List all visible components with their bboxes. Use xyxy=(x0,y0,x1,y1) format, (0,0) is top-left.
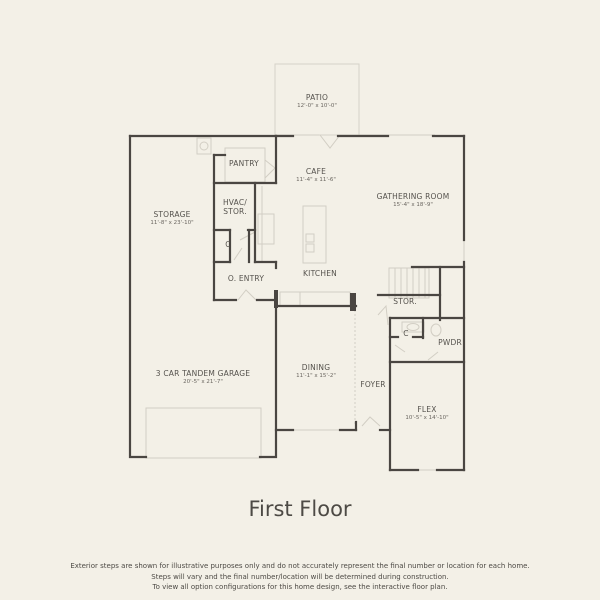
room-name: FLEX xyxy=(417,405,437,414)
room-name: STOR. xyxy=(393,297,417,306)
disclaimer: Exterior steps are shown for illustrativ… xyxy=(0,561,600,593)
room-name: O. ENTRY xyxy=(227,274,265,283)
room-dimensions: 11'-4" x 11'-6" xyxy=(296,176,336,183)
room-stor: STOR. xyxy=(393,297,417,307)
room-storage: STORAGE 11'-8" x 23'-10" xyxy=(150,210,194,226)
room-name: STORAGE xyxy=(153,210,191,219)
room-name: C xyxy=(225,240,231,249)
room-kitchen: KITCHEN xyxy=(303,269,337,279)
room-flex: FLEX 10'-5" x 14'-10" xyxy=(405,405,449,421)
room-patio: PATIO 12'-0" x 10'-0" xyxy=(297,93,337,109)
room-dimensions: 10'-5" x 14'-10" xyxy=(405,414,449,421)
disclaimer-line-1: Exterior steps are shown for illustrativ… xyxy=(70,562,530,570)
room-dimensions: 11'-1" x 15'-2" xyxy=(296,372,336,379)
room-hvac-storage: HVAC/ STOR. xyxy=(222,198,248,216)
room-foyer: FOYER xyxy=(360,380,386,390)
room-name: CAFE xyxy=(305,167,327,176)
room-dimensions: 20'-5" x 21'-7" xyxy=(183,378,223,385)
room-closet-2: C xyxy=(403,329,409,339)
room-dimensions: 11'-8" x 23'-10" xyxy=(150,219,194,226)
room-name: DINING xyxy=(301,363,331,372)
disclaimer-line-2: Steps will vary and the final number/loc… xyxy=(151,572,449,581)
room-o-entry: O. ENTRY xyxy=(227,274,265,284)
room-powder: PWDR xyxy=(438,338,462,348)
room-gathering-room: GATHERING ROOM 15'-4" x 18'-9" xyxy=(376,192,450,208)
walls xyxy=(128,134,466,472)
room-name: KITCHEN xyxy=(303,269,337,278)
room-dining: DINING 11'-1" x 15'-2" xyxy=(296,363,336,379)
floor-title: First Floor xyxy=(248,497,352,521)
room-name: PATIO xyxy=(305,93,329,102)
room-name: FOYER xyxy=(360,380,386,389)
room-dimensions: 12'-0" x 10'-0" xyxy=(297,102,337,109)
disclaimer-line-3: To view all option configurations for th… xyxy=(152,583,448,591)
room-name: PANTRY xyxy=(229,159,259,168)
room-closet-1: C xyxy=(225,240,231,250)
room-name-line1: HVAC/ xyxy=(222,198,248,207)
room-name-line2: STOR. xyxy=(223,206,247,216)
room-dimensions: 15'-4" x 18'-9" xyxy=(393,201,433,208)
room-cafe: CAFE 11'-4" x 11'-6" xyxy=(296,167,336,183)
room-name: PWDR xyxy=(438,338,462,347)
room-name: 3 CAR TANDEM GARAGE xyxy=(155,369,251,378)
room-garage: 3 CAR TANDEM GARAGE 20'-5" x 21'-7" xyxy=(155,369,251,385)
room-pantry: PANTRY xyxy=(229,159,259,169)
room-name: GATHERING ROOM xyxy=(376,192,450,201)
room-name: C xyxy=(403,329,409,338)
